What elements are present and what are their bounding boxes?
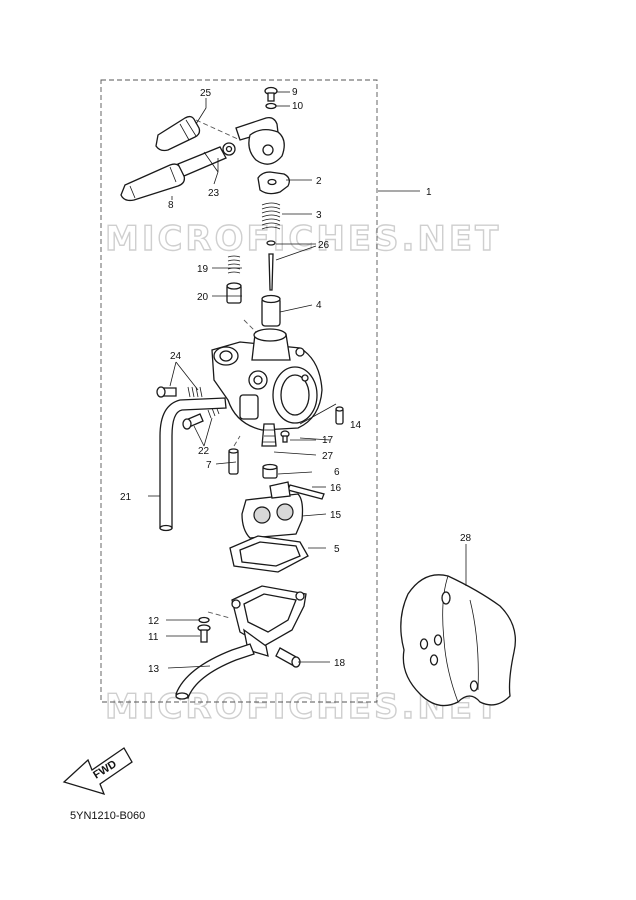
leader-line-14b	[299, 437, 331, 441]
callout-18: 18	[334, 658, 346, 669]
part-9-screw	[264, 86, 278, 102]
callout-22: 22	[198, 446, 210, 457]
part-7-jet	[228, 448, 239, 475]
part-8-hose-cap	[120, 163, 186, 202]
callout-10: 10	[292, 101, 304, 112]
part-19-spring	[227, 255, 241, 274]
part-17-screw	[280, 430, 290, 443]
part-pipe-elbow	[235, 116, 285, 165]
part-10-washer	[265, 102, 277, 110]
part-2-plate	[257, 171, 290, 195]
part-22-screw	[182, 413, 204, 430]
part-6-nut	[262, 463, 278, 479]
part-25-cap	[155, 115, 201, 152]
fwd-arrow: FWD	[62, 747, 133, 796]
part-11-screw	[197, 624, 211, 643]
callout-14: 14	[350, 420, 362, 431]
callout-8: 8	[168, 200, 174, 211]
figure-code: 5YN1210-B060	[70, 810, 146, 822]
leader-dash-25	[195, 119, 241, 141]
float-chamber	[231, 585, 307, 657]
part-12-washer	[198, 616, 210, 624]
callout-9: 9	[292, 87, 298, 98]
part-21-tube	[159, 397, 227, 532]
callout-1: 1	[426, 187, 432, 198]
callout-15: 15	[330, 510, 342, 521]
part-5-gasket	[229, 535, 309, 573]
callout-6: 6	[334, 467, 340, 478]
leader-dash-7	[233, 435, 241, 447]
part-24-screw	[156, 386, 177, 398]
watermark-top: MICROFICHES.NET	[105, 219, 501, 259]
callout-11: 11	[148, 632, 159, 643]
callout-21: 21	[120, 492, 132, 503]
part-24-spring	[187, 386, 203, 398]
callout-27: 27	[322, 451, 334, 462]
callout-25: 25	[200, 88, 212, 99]
assembly-boundary	[100, 79, 378, 703]
callout-20: 20	[197, 292, 209, 303]
leader-lines	[148, 91, 467, 669]
callout-23: 23	[208, 188, 220, 199]
leader-dash-4	[243, 319, 263, 339]
callout-13: 13	[148, 664, 160, 675]
callout-28: 28	[460, 533, 472, 544]
part-27-jet-holder	[261, 423, 277, 447]
part-20-screw	[226, 282, 242, 304]
part-15-float	[241, 481, 304, 539]
carburetor-body	[211, 328, 323, 431]
callout-16: 16	[330, 483, 342, 494]
part-14-screw	[335, 406, 344, 425]
callout-26: 26	[318, 240, 330, 251]
part-26-clip	[266, 240, 276, 246]
callout-4: 4	[316, 300, 322, 311]
callout-labels: 9 10 1 2 3 26 19 20 4 25 23 8 24 22 21 7…	[120, 87, 472, 675]
callout-3: 3	[316, 210, 322, 221]
callout-24: 24	[170, 351, 182, 362]
part-23-clip	[222, 142, 236, 156]
part-26-needle	[268, 253, 274, 291]
callout-2: 2	[316, 176, 322, 187]
part-23-hose	[177, 146, 227, 177]
leader-line-14a	[299, 403, 337, 425]
callout-12: 12	[148, 616, 160, 627]
callout-19: 19	[197, 264, 209, 275]
part-4-throttle-valve	[261, 294, 281, 327]
callout-5: 5	[334, 544, 340, 555]
part-13-drain-tube	[175, 643, 255, 700]
part-3-spring	[261, 202, 281, 230]
callout-7: 7	[206, 460, 212, 471]
leader-dash-12	[207, 611, 231, 619]
part-18-drain-screw	[275, 647, 301, 668]
part-28-heat-shield	[400, 574, 517, 707]
callout-17: 17	[322, 435, 334, 446]
